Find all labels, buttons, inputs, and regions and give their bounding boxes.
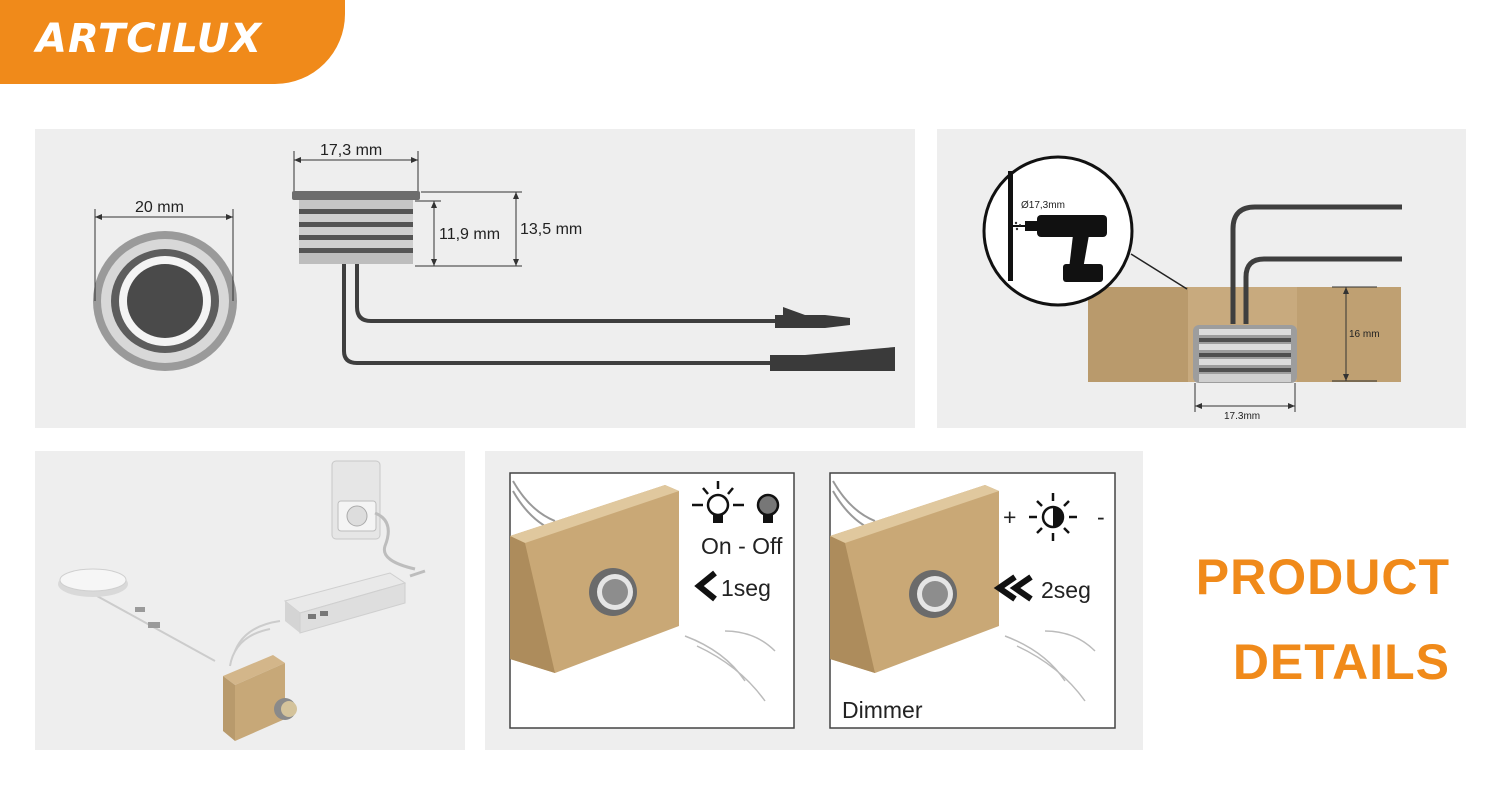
drill-diameter-label: Ø17,3mm: [1021, 200, 1065, 211]
headline-line-2: DETAILS: [1232, 634, 1450, 690]
wiring-panel: [35, 451, 465, 750]
dimmer-label: Dimmer: [842, 697, 923, 723]
bulb-off-icon: [756, 493, 780, 523]
headline-line-1: PRODUCT: [1195, 549, 1450, 605]
dimmer-plus: +: [1003, 504, 1016, 530]
drill-icon: [1013, 215, 1107, 282]
body-width-label: 17,3 mm: [320, 142, 382, 159]
function-panel: On - Off 1seg + -: [485, 451, 1143, 750]
on-off-card: On - Off 1seg: [509, 472, 795, 729]
wiring-illustration: [58, 460, 426, 741]
logo-banner: ARTCILUX: [0, 0, 345, 84]
bulb-on-icon: [692, 481, 744, 523]
installation-illustration: 16 mm 17.3mm Ø17,3mm: [982, 155, 1402, 422]
on-off-duration: 1seg: [721, 575, 771, 601]
switch-side-view: [292, 191, 895, 371]
function-illustration: On - Off 1seg + -: [509, 472, 1116, 729]
cutout-depth-dimension: 16 mm: [1332, 286, 1380, 382]
round-panel-light: [58, 568, 160, 628]
dimensions-illustration: 20 mm 17,3 mm: [93, 142, 895, 371]
dimmer-minus: -: [1097, 504, 1105, 530]
body-total-height-dimension: 13,5 mm: [421, 191, 582, 267]
switch-in-cutout: [1193, 325, 1297, 383]
dimmer-card: + - 2seg Dimmer: [829, 472, 1116, 729]
touch-switch-on-wood: [223, 655, 297, 741]
cutout-width-label: 17.3mm: [1224, 411, 1260, 422]
body-width-dimension: 17,3 mm: [293, 142, 419, 191]
dimensions-panel: 20 mm 17,3 mm: [35, 129, 915, 428]
front-diameter-label: 20 mm: [135, 199, 184, 216]
single-chevron-left-icon: [694, 570, 717, 602]
front-diameter-dimension: 20 mm: [94, 199, 234, 301]
led-driver: [283, 572, 407, 634]
dimmer-duration: 2seg: [1041, 577, 1091, 603]
magnifier-circle-icon: Ø17,3mm: [982, 155, 1134, 307]
wall-socket: [331, 460, 381, 540]
cutout-width-dimension: 17.3mm: [1194, 383, 1296, 422]
double-chevron-left-icon: [993, 574, 1033, 602]
body-total-height-label: 13,5 mm: [520, 221, 582, 238]
body-inner-height-label: 11,9 mm: [439, 226, 500, 243]
switch-front-view: [93, 231, 237, 371]
cutout-depth-label: 16 mm: [1349, 329, 1380, 340]
half-sun-icon: [1029, 493, 1077, 541]
body-inner-height-dimension: 11,9 mm: [415, 200, 500, 267]
on-off-label: On - Off: [701, 533, 783, 559]
brand-logo: ARTCILUX: [36, 16, 263, 62]
installation-panel: 16 mm 17.3mm Ø17,3mm: [937, 129, 1466, 428]
